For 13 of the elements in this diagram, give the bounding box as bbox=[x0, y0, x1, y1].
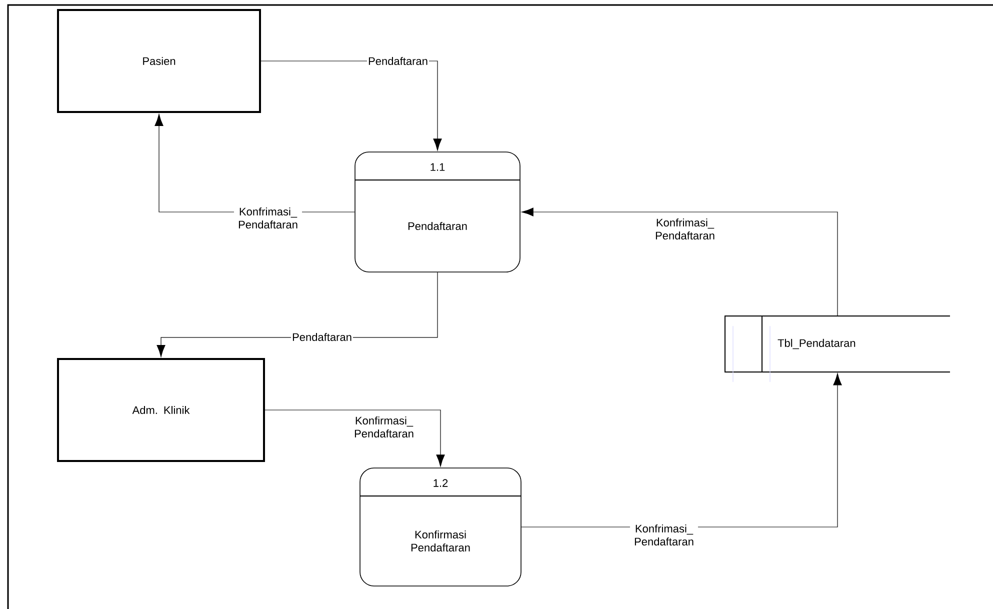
process-box: 1.1 Pendaftaran bbox=[354, 152, 520, 272]
process-box: 1.2 Konfirmasi Pendaftaran bbox=[360, 468, 522, 586]
arrow bbox=[264, 410, 445, 467]
arrow bbox=[521, 208, 838, 316]
data-store: Tbl_Pendataran bbox=[724, 316, 950, 382]
edge-label: Konfrimasi_ Pendaftaran bbox=[630, 523, 698, 547]
edge-label: Pendaftaran bbox=[367, 56, 429, 66]
entity-box: Adm. Klinik bbox=[57, 358, 265, 462]
edge-label: Konfrimasi_ Pendaftaran bbox=[651, 217, 719, 241]
edge-label: Konfirmasi_ Pendaftaran bbox=[350, 415, 418, 439]
entity-box: Pasien bbox=[57, 9, 261, 113]
edge-label: Pendaftaran bbox=[291, 332, 353, 342]
edge-label: Konfrimasi_ Pendaftaran bbox=[234, 206, 302, 230]
